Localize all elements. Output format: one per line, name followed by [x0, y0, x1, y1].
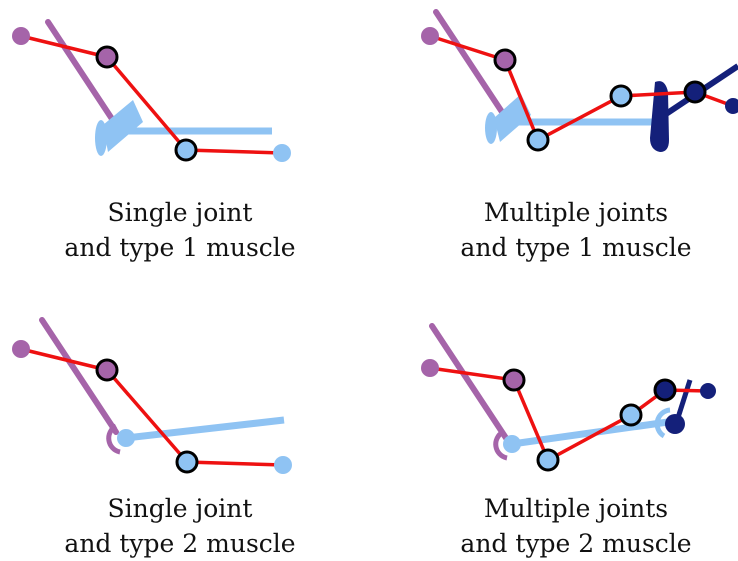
joint-node [174, 138, 198, 162]
type2-muscle-joint [503, 435, 521, 453]
caption-line: and type 1 muscle [64, 233, 296, 262]
base-point [12, 340, 30, 358]
joint-node [526, 128, 550, 152]
joint-node [619, 403, 643, 427]
end-point [274, 456, 292, 474]
joint-node [609, 84, 633, 108]
base-point [421, 359, 439, 377]
type1-muscle [494, 94, 531, 142]
joint-node [683, 80, 707, 104]
end-point [700, 383, 716, 399]
type2-muscle-arc [106, 423, 121, 455]
joint-node [175, 450, 199, 474]
light-blue-bone [125, 416, 285, 442]
purple-bone [39, 317, 119, 435]
type1-muscle-base [485, 112, 497, 144]
type2-muscle-arc [493, 429, 508, 461]
joint-node [502, 368, 526, 392]
caption-line: and type 2 muscle [460, 529, 692, 558]
panel-multiple-joints-type2 [421, 323, 716, 472]
type1-muscle-navy [650, 81, 669, 152]
joint-node [493, 48, 517, 72]
joint-node [95, 45, 119, 69]
type2-muscle-joint-navy [665, 414, 685, 434]
joint-node [653, 378, 677, 402]
caption-line: Single joint [107, 494, 253, 523]
caption-line: Single joint [107, 198, 253, 227]
panel-single-joint-type2 [12, 317, 292, 474]
caption-multiple-joints-type1: Multiple joints and type 1 muscle [396, 195, 738, 265]
caption-line: and type 1 muscle [460, 233, 692, 262]
end-point [273, 144, 291, 162]
panel-multiple-joints-type1 [421, 9, 738, 152]
red-linkage [20, 347, 284, 467]
caption-multiple-joints-type2: Multiple joints and type 2 muscle [396, 491, 738, 561]
type1-muscle [103, 100, 143, 152]
base-point [12, 27, 30, 45]
joint-node [95, 358, 119, 382]
purple-bone [433, 9, 509, 121]
type2-muscle-joint [117, 429, 135, 447]
red-linkage [20, 34, 283, 155]
type2-muscle-arc-blue [654, 407, 671, 439]
type1-muscle-base [95, 120, 107, 156]
purple-bone [45, 19, 121, 131]
end-point [725, 98, 738, 114]
caption-line: and type 2 muscle [64, 529, 296, 558]
caption-line: Multiple joints [483, 494, 669, 523]
purple-bone [429, 323, 509, 441]
caption-single-joint-type2: Single joint and type 2 muscle [0, 491, 360, 561]
caption-line: Multiple joints [483, 198, 669, 227]
panel-single-joint-type1 [12, 19, 291, 162]
base-point [421, 27, 439, 45]
caption-single-joint-type1: Single joint and type 1 muscle [0, 195, 360, 265]
joint-node [536, 448, 560, 472]
